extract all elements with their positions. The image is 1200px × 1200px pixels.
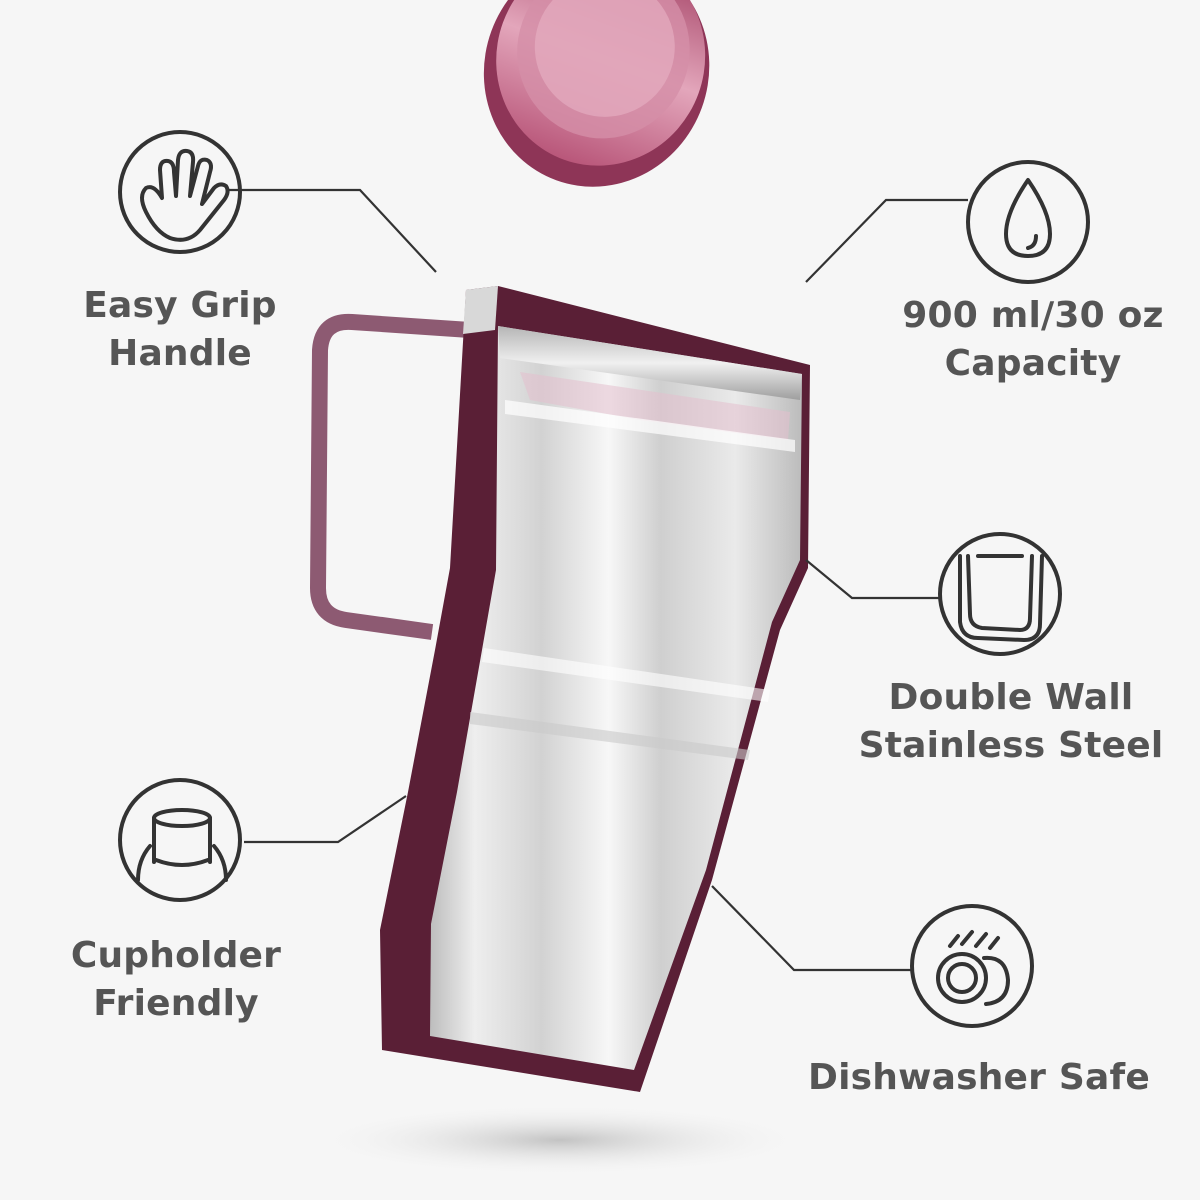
feature-label-cupholder: Cupholder Friendly (66, 932, 286, 1028)
feature-label-line: Handle (108, 333, 252, 374)
feature-label-line: Dishwasher Safe (808, 1057, 1150, 1098)
leader-line-dishwasher (711, 885, 914, 972)
feature-label-line: Friendly (93, 983, 259, 1024)
feature-label-capacity: 900 ml/30 oz Capacity (898, 292, 1168, 388)
feature-label-line: 900 ml/30 oz (902, 295, 1164, 336)
feature-label-line: Stainless Steel (858, 725, 1164, 766)
dishwasher-plates-icon (910, 904, 1034, 1028)
cupholder-icon (118, 778, 242, 902)
handle (310, 313, 471, 640)
double-wall-icon (938, 532, 1062, 656)
leader-line-capacity (805, 198, 968, 283)
feature-label-line: Double Wall (888, 677, 1134, 718)
feature-label-line: Cupholder (70, 935, 282, 976)
leader-line-cupholder (244, 795, 407, 844)
feature-label-dishwasher: Dishwasher Safe (808, 1054, 1150, 1102)
lid (483, 0, 710, 187)
hand-icon (118, 130, 242, 254)
feature-label-line: Capacity (944, 343, 1122, 384)
droplet-icon (966, 160, 1090, 284)
steel-interior (430, 326, 802, 1070)
feature-label-double-wall: Double Wall Stainless Steel (856, 674, 1166, 770)
leader-line-grip (228, 188, 437, 273)
feature-label-grip: Easy Grip Handle (70, 282, 290, 378)
leader-line-double-wall (805, 559, 940, 600)
feature-label-line: Easy Grip (83, 285, 277, 326)
floor-shadow (310, 1104, 810, 1176)
